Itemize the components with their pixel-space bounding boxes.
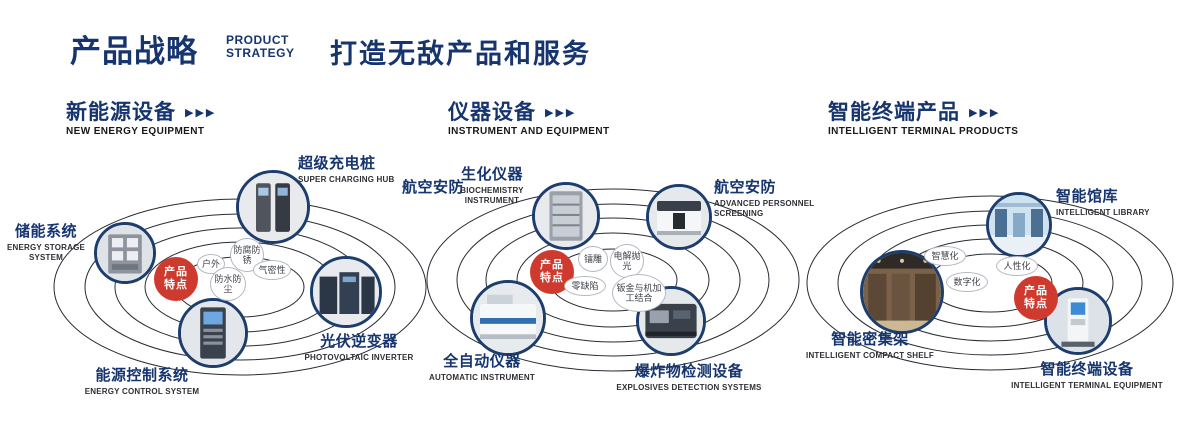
orbit-rings-instrument xyxy=(426,188,800,372)
product-name: 航空安防 xyxy=(714,179,777,196)
section-title-terminal: 智能终端产品 xyxy=(828,101,960,124)
product-name: 光伏逆变器 xyxy=(320,333,398,350)
section-subtitle-instrument: INSTRUMENT AND EQUIPMENT xyxy=(448,126,610,137)
feature-bubble: 人性化 xyxy=(996,256,1038,276)
badge-line2: 特点 xyxy=(164,279,188,291)
product-name: 智能馆库 xyxy=(1056,188,1119,205)
page-title-en-line1: PRODUCT xyxy=(226,33,289,47)
product-name-en: ENERGY CONTROL SYSTEM xyxy=(84,387,200,396)
product-label-biochemistry: 生化仪器 BIOCHEMISTRY INSTRUMENT xyxy=(438,163,546,206)
product-label-energy-storage: 储能系统 ENERGY STORAGE SYSTEM xyxy=(0,220,92,263)
badge-line1: 产品 xyxy=(540,259,564,272)
section-title-new-energy: 新能源设备 xyxy=(66,101,176,124)
product-name: 能源控制系统 xyxy=(95,367,189,384)
product-image-biochemistry xyxy=(532,182,600,250)
product-label-terminal-equipment: 智能终端设备 INTELLIGENT TERMINAL EQUIPMENT xyxy=(1008,358,1166,391)
feature-badge-terminal: 产品 特点 xyxy=(1014,276,1058,320)
badge-line1: 产品 xyxy=(164,266,188,279)
product-name-en: ADVANCED PERSONNEL SCREENING xyxy=(714,199,815,218)
section-terminal-header: 智能终端产品 ▶▶▶ INTELLIGENT TERMINAL PRODUCTS xyxy=(828,96,1018,137)
feature-bubble: 防水防尘 xyxy=(210,267,246,301)
product-name: 储能系统 xyxy=(14,223,77,240)
product-label-pv-inverter: 光伏逆变器 PHOTOVOLTAIC INVERTER xyxy=(300,330,418,363)
product-name-en: INTELLIGENT TERMINAL EQUIPMENT xyxy=(1011,381,1163,390)
product-name: 智能密集架 xyxy=(831,331,909,348)
product-name-en: EXPLOSIVES DETECTION SYSTEMS xyxy=(616,383,762,392)
section-subtitle-new-energy: NEW ENERGY EQUIPMENT xyxy=(66,126,205,137)
product-name: 超级充电桩 xyxy=(298,155,376,172)
section-title-instrument: 仪器设备 xyxy=(448,101,536,124)
section-subtitle-terminal: INTELLIGENT TERMINAL PRODUCTS xyxy=(828,126,1019,137)
product-name-en: INTELLIGENT LIBRARY xyxy=(1056,208,1150,217)
feature-bubble: 智慧化 xyxy=(924,246,966,266)
product-name-en: SUPER CHARGING HUB xyxy=(298,175,395,184)
product-name: 智能终端设备 xyxy=(1040,361,1134,378)
label-aviation-security: 航空安防 xyxy=(402,179,465,196)
product-image-energy-storage xyxy=(94,222,156,284)
product-name-en: ENERGY STORAGE SYSTEM xyxy=(6,243,86,262)
badge-line1: 产品 xyxy=(1024,285,1048,298)
product-image-super-charging-hub xyxy=(236,170,310,244)
product-label-compact-shelf: 智能密集架 INTELLIGENT COMPACT SHELF xyxy=(806,328,934,361)
section-instrument-header: 仪器设备 ▶▶▶ INSTRUMENT AND EQUIPMENT xyxy=(448,96,609,137)
product-label-explosives-detection: 爆炸物检测设备 EXPLOSIVES DETECTION SYSTEMS xyxy=(608,360,770,393)
feature-bubble: 电解抛光 xyxy=(610,244,644,278)
product-image-intelligent-library xyxy=(986,192,1052,258)
product-name: 全自动仪器 xyxy=(443,353,521,370)
section-new-energy-header: 新能源设备 ▶▶▶ NEW ENERGY EQUIPMENT xyxy=(66,96,216,137)
product-label-intelligent-library: 智能馆库 INTELLIGENT LIBRARY xyxy=(1056,185,1176,218)
product-name-en: AUTOMATIC INSTRUMENT xyxy=(429,373,535,382)
product-image-pv-inverter xyxy=(310,256,382,328)
product-label-personnel-screening: 航空安防 ADVANCED PERSONNEL SCREENING xyxy=(714,176,826,219)
product-image-compact-shelf xyxy=(860,250,944,334)
page-slogan: 打造无敌产品和服务 xyxy=(330,39,591,69)
product-name-en: BIOCHEMISTRY INSTRUMENT xyxy=(460,186,524,205)
triple-arrow-icon: ▶▶▶ xyxy=(545,106,577,119)
feature-bubble: 零缺陷 xyxy=(564,276,606,296)
feature-bubble: 镭雕 xyxy=(578,246,608,272)
badge-line2: 特点 xyxy=(540,272,564,284)
page-title-en-line2: STRATEGY xyxy=(226,45,295,60)
feature-bubble: 数字化 xyxy=(946,272,988,292)
product-name-en: PHOTOVOLTAIC INVERTER xyxy=(304,353,414,362)
feature-badge-instrument: 产品 特点 xyxy=(530,250,574,294)
feature-bubble: 气密性 xyxy=(253,260,291,280)
product-image-energy-control xyxy=(178,298,248,368)
product-image-personnel-screening xyxy=(646,184,712,250)
product-name: 爆炸物检测设备 xyxy=(634,363,744,380)
product-image-automatic-instrument xyxy=(470,280,546,356)
triple-arrow-icon: ▶▶▶ xyxy=(969,106,1001,119)
product-label-automatic-instrument: 全自动仪器 AUTOMATIC INSTRUMENT xyxy=(418,350,546,383)
feature-bubble: 钣金与机加工结合 xyxy=(612,274,666,312)
product-name-en: INTELLIGENT COMPACT SHELF xyxy=(806,351,934,360)
triple-arrow-icon: ▶▶▶ xyxy=(185,106,217,119)
page-title: 产品战略 xyxy=(70,34,198,69)
product-label-energy-control: 能源控制系统 ENERGY CONTROL SYSTEM xyxy=(76,364,208,397)
product-name: 生化仪器 xyxy=(460,166,523,183)
feature-badge-new-energy: 产品 特点 xyxy=(154,257,198,301)
page-title-en: PRODUCT STRATEGY xyxy=(226,34,294,60)
badge-line2: 特点 xyxy=(1024,298,1048,310)
product-label-super-charging-hub: 超级充电桩 SUPER CHARGING HUB xyxy=(298,152,428,185)
